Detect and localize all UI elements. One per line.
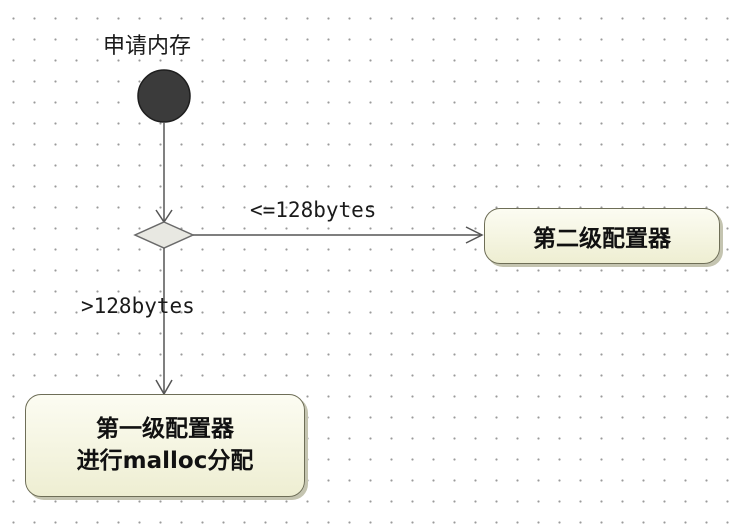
initial-node-label: 申请内存 [103,34,192,59]
arrowhead-decision-to-second-level [465,226,484,244]
initial-node[interactable] [137,69,191,123]
action-second-level-label: 第二级配置器 [533,226,671,252]
decision-node[interactable] [133,221,195,249]
action-first-level-line1: 第一级配置器 [96,416,234,443]
action-first-level-allocator[interactable]: 第一级配置器 进行malloc分配 [25,394,305,497]
action-second-level-allocator[interactable]: 第二级配置器 [484,208,720,264]
guard-label-to-first-level: >128bytes [81,294,195,318]
action-first-level-line2: 进行malloc分配 [76,447,254,474]
guard-label-to-second-level: <=128bytes [250,198,377,222]
